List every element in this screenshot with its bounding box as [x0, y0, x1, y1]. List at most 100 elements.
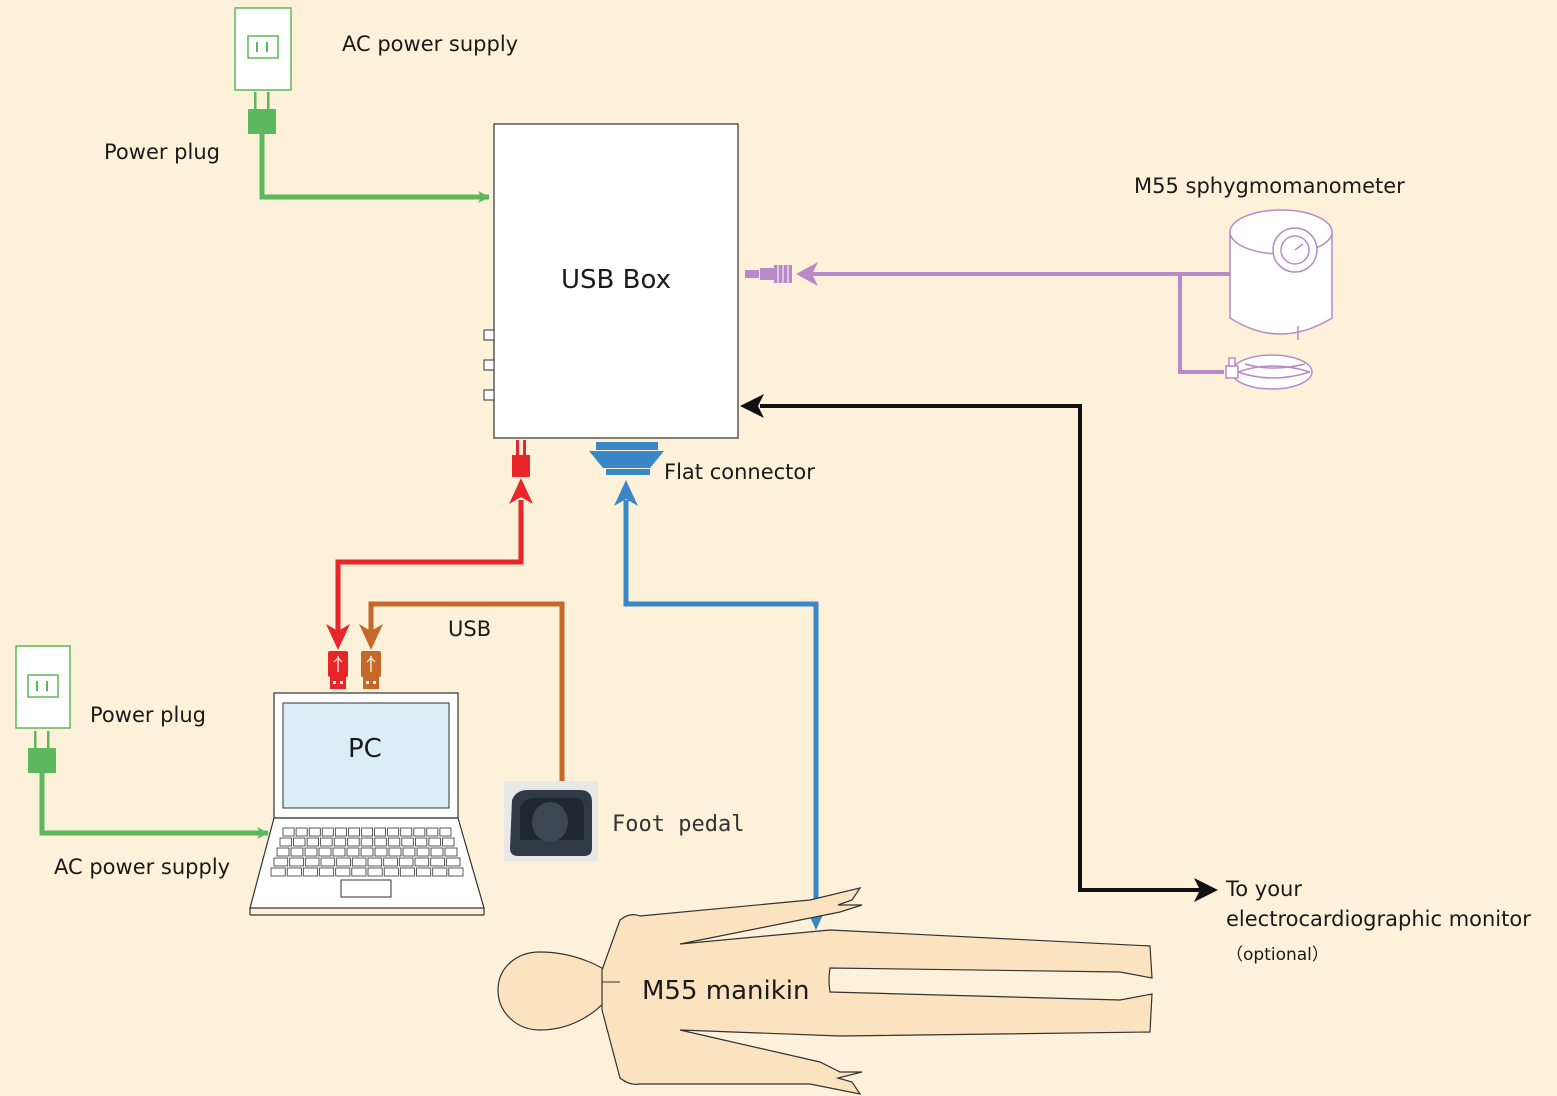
- keyboard-key: [318, 847, 332, 857]
- pedal-usb-arrowhead: [359, 624, 383, 650]
- keyboard-key: [351, 867, 367, 877]
- keyboard-key: [320, 857, 336, 867]
- ac-outlet-bottom-icon: [15, 645, 71, 729]
- usb-box: [483, 123, 739, 439]
- keyboard-key: [295, 827, 308, 837]
- keyboard-key: [293, 837, 306, 847]
- keyboard-key: [400, 827, 413, 837]
- sphygmo-tube: [800, 272, 1236, 374]
- keyboard-key: [367, 857, 383, 867]
- keyboard-key: [286, 867, 302, 877]
- keyboard-key: [374, 827, 387, 837]
- pedal-usb-cable: [368, 601, 565, 785]
- keyboard-key: [383, 857, 398, 867]
- keyboard-key: [304, 847, 318, 857]
- ac-power-bottom-label: AC power supply: [54, 855, 231, 879]
- keyboard-key: [320, 837, 333, 847]
- pc-label: PC: [348, 734, 382, 764]
- keyboard-key: [398, 857, 414, 867]
- sphygmo-arrowhead: [796, 262, 818, 286]
- keyboard-key: [383, 867, 399, 877]
- keyboard-key: [367, 867, 383, 877]
- keyboard-key: [360, 837, 374, 847]
- keyboard-key: [321, 827, 334, 837]
- sphygmomanometer-label: M55 sphygmomanometer: [1134, 174, 1405, 198]
- keyboard-key: [428, 837, 441, 847]
- keyboard-key: [413, 827, 426, 837]
- usb-plug-orange-icon: [361, 651, 381, 689]
- power-plug-bottom-label: Power plug: [90, 703, 206, 727]
- keyboard-key: [332, 847, 346, 857]
- keyboard-key: [270, 867, 286, 877]
- ecg-cable: [760, 404, 1200, 892]
- keyboard-key: [442, 837, 455, 847]
- ac-power-top-label: AC power supply: [342, 32, 519, 56]
- keyboard-key: [282, 827, 295, 837]
- sphygmomanometer-icon: [1225, 209, 1333, 390]
- keyboard-key: [387, 837, 401, 847]
- keyboard-key: [430, 857, 445, 867]
- power-cable-bottom: [39, 773, 269, 839]
- keyboard-key: [439, 827, 452, 837]
- keyboard-key: [414, 857, 430, 867]
- power-plug-top-label: Power plug: [104, 140, 220, 164]
- keyboard-key: [399, 867, 415, 877]
- keyboard-key: [302, 867, 318, 877]
- keyboard-key: [279, 837, 292, 847]
- pc-usb-cable: [335, 500, 524, 632]
- ecg-arrowhead-box: [740, 394, 764, 418]
- keyboard-key: [273, 857, 289, 867]
- keyboard-key: [374, 847, 388, 857]
- keyboard-key: [333, 837, 347, 847]
- keyboard-key: [308, 827, 321, 837]
- keyboard-key: [276, 847, 290, 857]
- laptop-icon: [249, 692, 485, 916]
- keyboard-key: [414, 837, 428, 847]
- power-cable-top: [259, 134, 490, 203]
- pc-usb-arrowhead-box: [509, 478, 533, 504]
- keyboard-key: [351, 857, 367, 867]
- keyboard-key: [361, 827, 374, 837]
- pc-usb-arrowhead-pc: [326, 624, 350, 650]
- keyboard-key: [347, 827, 360, 837]
- keyboard-key: [402, 847, 416, 857]
- keyboard-key: [416, 847, 430, 857]
- keyboard-key: [360, 847, 374, 857]
- power-plug-bottom-icon: [28, 731, 56, 773]
- manikin-label: M55 manikin: [642, 976, 810, 1006]
- keyboard-key: [336, 857, 351, 867]
- power-plug-top-icon: [248, 92, 276, 134]
- keyboard-key: [444, 847, 458, 857]
- keyboard-key: [319, 867, 335, 877]
- ecg-optional-label: （optional）: [1226, 945, 1329, 965]
- sphygmo-connector-icon: [745, 265, 792, 283]
- keyboard-key: [347, 837, 360, 847]
- keyboard-key: [374, 837, 387, 847]
- keyboard-key: [335, 867, 351, 877]
- keyboard-key: [430, 847, 444, 857]
- flat-connector-label: Flat connector: [664, 460, 815, 484]
- keyboard-key: [290, 847, 304, 857]
- manikin-body-icon: [497, 887, 1153, 1095]
- manikin-cable: [623, 500, 819, 912]
- ecg-label-line1: To your: [1226, 877, 1303, 901]
- keyboard-key: [401, 837, 414, 847]
- keyboard-key: [346, 847, 360, 857]
- manikin-arrowhead-connector: [614, 480, 638, 506]
- keyboard-key: [289, 857, 304, 867]
- foot-pedal-label: Foot pedal: [612, 812, 745, 837]
- ecg-label-line2: electrocardiographic monitor: [1226, 907, 1531, 931]
- ac-outlet-top-icon: [234, 7, 292, 91]
- keyboard-key: [388, 847, 402, 857]
- keyboard-key: [334, 827, 347, 837]
- keyboard-key: [426, 827, 439, 837]
- flat-connector-icon: [589, 442, 664, 475]
- foot-pedal-icon: [504, 781, 598, 861]
- keyboard-key: [387, 827, 400, 837]
- keyboard-key: [304, 857, 320, 867]
- keyboard-key: [432, 867, 448, 877]
- usb-box-red-connector-icon: [512, 440, 530, 477]
- keyboard-key: [445, 857, 461, 867]
